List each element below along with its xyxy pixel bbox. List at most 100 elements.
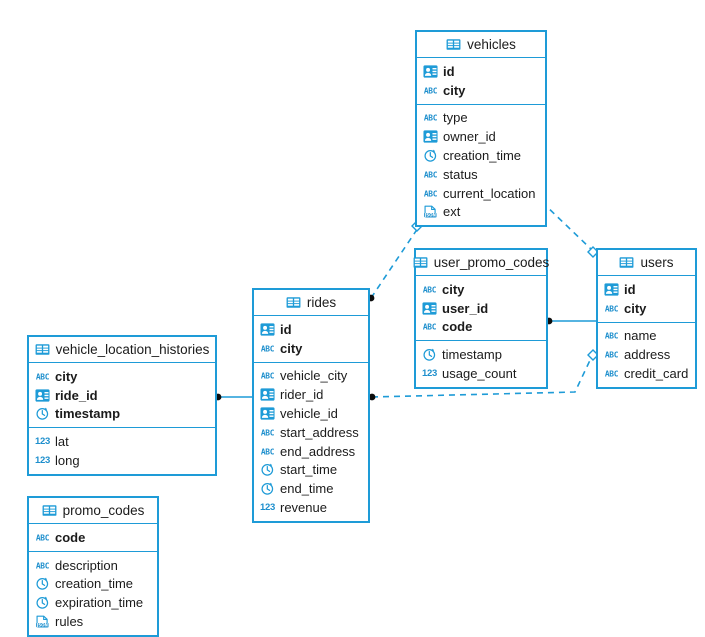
table-header-rides[interactable]: rides <box>254 290 368 316</box>
field-row[interactable]: timestamp <box>29 405 215 424</box>
field-name: user_id <box>442 300 489 316</box>
abc-text-icon: ABC <box>260 425 275 440</box>
field-row[interactable]: rider_id <box>254 385 368 404</box>
field-row[interactable]: creation_time <box>417 146 545 165</box>
field-row[interactable]: ABC end_address <box>254 442 368 461</box>
field-name: start_time <box>280 462 338 478</box>
relationship-line <box>370 227 419 299</box>
table-title: users <box>640 254 674 270</box>
field-name: end_address <box>280 443 356 459</box>
field-name: ride_id <box>55 387 98 403</box>
field-name: lat <box>55 434 69 450</box>
clock-icon <box>260 462 275 477</box>
abc-text-icon: ABC <box>35 369 50 384</box>
field-row[interactable]: id <box>417 62 545 81</box>
field-row[interactable]: creation_time <box>29 575 157 594</box>
field-name: id <box>280 321 292 337</box>
field-name: city <box>624 300 647 316</box>
field-name: description <box>55 557 118 573</box>
field-row[interactable]: id <box>254 320 368 339</box>
id-card-icon <box>35 388 50 403</box>
field-row[interactable]: timestamp <box>416 345 546 364</box>
123-number-icon: 123 <box>260 501 275 513</box>
field-name: expiration_time <box>55 595 144 611</box>
table-header-user_promo_codes[interactable]: user_promo_codes <box>413 250 549 276</box>
field-row[interactable]: 123 revenue <box>254 498 368 517</box>
table-header-vehicle_location_histories[interactable]: vehicle_location_histories <box>29 337 215 363</box>
table-header-promo_codes[interactable]: promo_codes <box>29 498 157 524</box>
field-row[interactable]: vehicle_id <box>254 404 368 423</box>
123-number-icon: 123 <box>422 367 437 379</box>
table-icon <box>446 37 461 52</box>
svg-text:ABC: ABC <box>424 114 438 123</box>
field-name: vehicle_city <box>280 368 348 384</box>
id-card-icon <box>260 322 275 337</box>
table-header-vehicles[interactable]: vehicles <box>417 32 545 58</box>
relationship-rel-user_promo_codes-users[interactable] <box>545 317 596 325</box>
field-row[interactable]: end_time <box>254 479 368 498</box>
svg-text:ABC: ABC <box>423 323 437 332</box>
field-name: timestamp <box>55 406 121 422</box>
field-name: creation_time <box>55 576 134 592</box>
clock-icon <box>35 595 50 610</box>
relationship-rel-vlh-rides[interactable] <box>214 393 252 401</box>
table-header-users[interactable]: users <box>598 250 695 276</box>
svg-text:ABC: ABC <box>261 344 275 353</box>
id-card-icon <box>423 64 438 79</box>
field-name: city <box>443 82 466 98</box>
field-row[interactable]: start_time <box>254 461 368 480</box>
svg-text:ABC: ABC <box>36 372 50 381</box>
field-row[interactable]: user_id <box>416 299 546 318</box>
field-name: revenue <box>280 500 327 516</box>
field-name: id <box>443 63 455 79</box>
field-name: code <box>55 529 86 545</box>
table-title: vehicles <box>467 36 516 52</box>
svg-text:ABC: ABC <box>36 561 50 570</box>
field-name: creation_time <box>443 148 522 164</box>
field-row[interactable]: id <box>598 280 695 299</box>
abc-text-icon: ABC <box>604 328 619 343</box>
svg-text:ABC: ABC <box>605 332 619 341</box>
field-name: end_time <box>280 481 334 497</box>
table-icon <box>35 342 50 357</box>
field-name: vehicle_id <box>280 406 338 422</box>
field-name: rider_id <box>280 387 324 403</box>
field-row[interactable]: expiration_time <box>29 593 157 612</box>
field-row[interactable]: ABC description <box>29 556 157 575</box>
field-name: owner_id <box>443 129 496 145</box>
abc-text-icon: ABC <box>604 347 619 362</box>
field-row[interactable]: ride_id <box>29 386 215 405</box>
field-row[interactable]: owner_id <box>417 127 545 146</box>
field-name: city <box>442 281 465 297</box>
abc-text-icon: ABC <box>260 444 275 459</box>
